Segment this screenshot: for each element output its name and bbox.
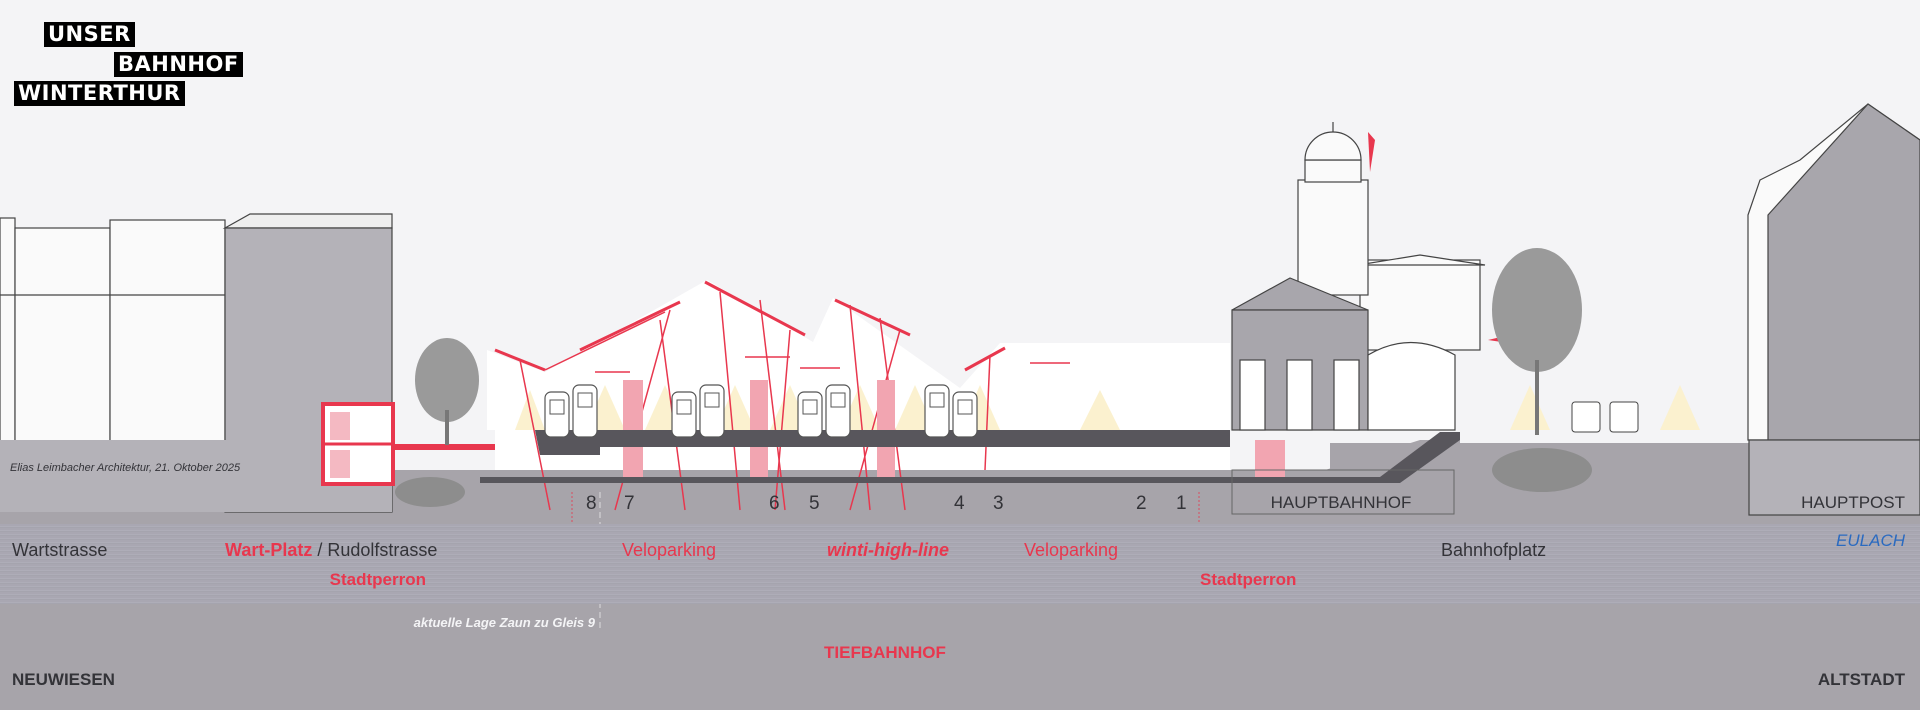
train (699, 384, 725, 438)
train (952, 391, 978, 438)
tiefbahnhof-label: TIEFBAHNHOF (824, 643, 946, 662)
stadtperron-pavilion (321, 402, 523, 486)
flag-icon (1368, 132, 1375, 172)
track-1: 1 (1176, 493, 1187, 514)
train (671, 391, 697, 438)
credit: Elias Leimbacher Architektur, 21. Oktobe… (10, 462, 241, 474)
logo-line-2: BAHNHOF (114, 52, 243, 77)
wartstrasse-label: Wartstrasse (12, 540, 108, 560)
stairs (623, 380, 1285, 477)
separator: / (317, 540, 323, 560)
track-7: 7 (624, 493, 635, 514)
rudolfstrasse-label: Rudolfstrasse (327, 540, 438, 560)
train (797, 391, 823, 438)
street-band (0, 524, 1920, 604)
hauptbahnhof-label: HAUPTBAHNHOF (1270, 493, 1412, 512)
trains (544, 384, 978, 438)
hauptpost-label: HAUPTPOST (1801, 493, 1905, 512)
bahnhofplatz-label: Bahnhofplatz (1441, 540, 1547, 560)
train (544, 391, 570, 438)
hauptbahnhof-outline (1231, 469, 1455, 515)
track-4: 4 (954, 493, 965, 514)
track-8: 8 (586, 493, 597, 514)
track-3: 3 (993, 493, 1004, 514)
neuwiesen-label: NEUWIESEN (12, 670, 115, 689)
tree (395, 248, 1592, 507)
hauptpost-building (1747, 103, 1920, 516)
hauptbahnhof-building (1231, 122, 1486, 431)
logo-line-1: UNSER (44, 22, 135, 47)
train (825, 384, 851, 438)
track-5: 5 (809, 493, 820, 514)
fence-note: aktuelle Lage Zaun zu Gleis 9 (413, 615, 595, 630)
train (572, 384, 598, 438)
logo-line-3: WINTERTHUR (14, 81, 185, 106)
stadtperron-right-label: Stadtperron (1200, 570, 1297, 589)
stadtperron-left-label: Stadtperron (329, 570, 426, 589)
wart-platz-label: Wart-Platz (225, 540, 313, 560)
veloparking-right-label: Veloparking (1024, 540, 1119, 560)
winti-high-line-label: winti-high-line (827, 540, 949, 560)
track-6: 6 (769, 493, 780, 514)
track-2: 2 (1136, 493, 1147, 514)
eulach-label: EULACH (1836, 531, 1905, 550)
wart-platz-group: Wart-Platz / Rudolfstrasse (225, 541, 437, 559)
roof-structure (494, 280, 1006, 372)
bus (1571, 401, 1639, 433)
train (924, 384, 950, 438)
veloparking-left-label: Veloparking (622, 540, 717, 560)
altstadt-label: ALTSTADT (1817, 670, 1905, 689)
